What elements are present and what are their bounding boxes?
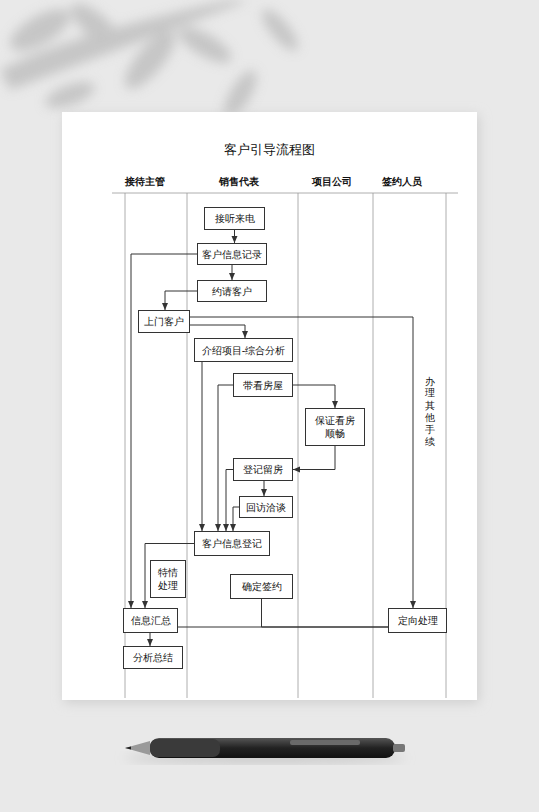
flow-connector — [190, 325, 245, 338]
flow-connector — [178, 627, 388, 628]
flow-connector — [234, 230, 235, 243]
box-text-group: 介绍项目-综合分析 — [202, 344, 286, 357]
process-box: 带看房屋 — [233, 373, 293, 397]
process-box: 约请客户 — [197, 280, 267, 302]
box-text-group: 特情 处理 — [153, 566, 183, 592]
box-label: 带看房屋 — [243, 379, 283, 392]
box-text-group: 分析总结 — [133, 651, 173, 664]
flow-connector — [202, 362, 203, 531]
process-box: 信息汇总 — [123, 608, 178, 633]
box-label: 信息汇总 — [131, 614, 171, 627]
process-box: 确定签约 — [230, 574, 293, 599]
flow-connector — [293, 385, 335, 408]
paper — [62, 112, 477, 700]
box-label: 特情 处理 — [153, 566, 183, 592]
flow-connector — [145, 544, 194, 609]
process-box: 特情 处理 — [150, 560, 186, 598]
leaf-shadow — [0, 0, 304, 124]
flow-connector — [262, 599, 389, 627]
flow-connector — [264, 481, 265, 496]
box-label: 客户信息记录 — [202, 248, 262, 261]
box-text-group: 带看房屋 — [243, 379, 283, 392]
process-box: 客户信息记录 — [197, 243, 267, 265]
lane-header: 销售代表 — [219, 175, 259, 189]
flow-connector — [232, 265, 233, 280]
box-text-group: 保证看房 顺畅 — [308, 414, 362, 440]
diagram-title: 客户引导流程图 — [62, 141, 477, 159]
box-text-group: 上门客户 — [144, 315, 184, 328]
box-text-group: 接听来电 — [215, 212, 255, 225]
pen — [125, 738, 405, 763]
flow-connector — [293, 446, 335, 470]
box-text-group: 确定签约 — [242, 580, 282, 593]
box-text-group: 登记留房 — [243, 463, 283, 476]
box-label: 登记留房 — [243, 463, 283, 476]
box-label: 约请客户 — [212, 285, 252, 298]
box-text-group: 信息汇总 — [131, 614, 171, 627]
vertical-note: 办理其他手续 — [422, 368, 436, 440]
box-label: 保证看房 顺畅 — [308, 414, 362, 440]
box-label: 接听来电 — [215, 212, 255, 225]
box-label: 客户信息登记 — [202, 537, 262, 550]
flow-connector — [131, 254, 197, 608]
box-text-group: 客户信息登记 — [202, 537, 262, 550]
box-label: 定向处理 — [398, 614, 438, 627]
flow-connector — [233, 507, 239, 531]
flow-connector — [226, 470, 233, 532]
flow-connector — [165, 291, 197, 310]
box-label: 介绍项目-综合分析 — [202, 344, 286, 357]
box-label: 回访洽谈 — [246, 501, 286, 514]
process-box: 上门客户 — [138, 310, 190, 333]
process-box: 回访洽谈 — [239, 496, 293, 518]
process-box: 客户信息登记 — [194, 531, 270, 556]
process-box: 接听来电 — [204, 207, 265, 230]
box-text-group: 定向处理 — [398, 614, 438, 627]
box-text-group: 约请客户 — [212, 285, 252, 298]
process-box: 定向处理 — [388, 608, 447, 633]
swimlane-lines — [112, 193, 458, 698]
box-label: 确定签约 — [242, 580, 282, 593]
box-text-group: 回访洽谈 — [246, 501, 286, 514]
process-box: 分析总结 — [123, 646, 183, 669]
flow-connector — [190, 317, 413, 608]
flow-connector — [218, 385, 233, 531]
process-box: 登记留房 — [233, 458, 293, 481]
lane-header: 接待主管 — [125, 175, 165, 189]
process-box: 保证看房 顺畅 — [305, 408, 365, 446]
box-label: 上门客户 — [144, 315, 184, 328]
flow-connector — [150, 633, 151, 646]
box-label: 分析总结 — [133, 651, 173, 664]
box-text-group: 客户信息记录 — [202, 248, 262, 261]
process-box: 介绍项目-综合分析 — [194, 338, 293, 362]
lane-header: 项目公司 — [312, 175, 352, 189]
lane-header: 签约人员 — [382, 175, 422, 189]
